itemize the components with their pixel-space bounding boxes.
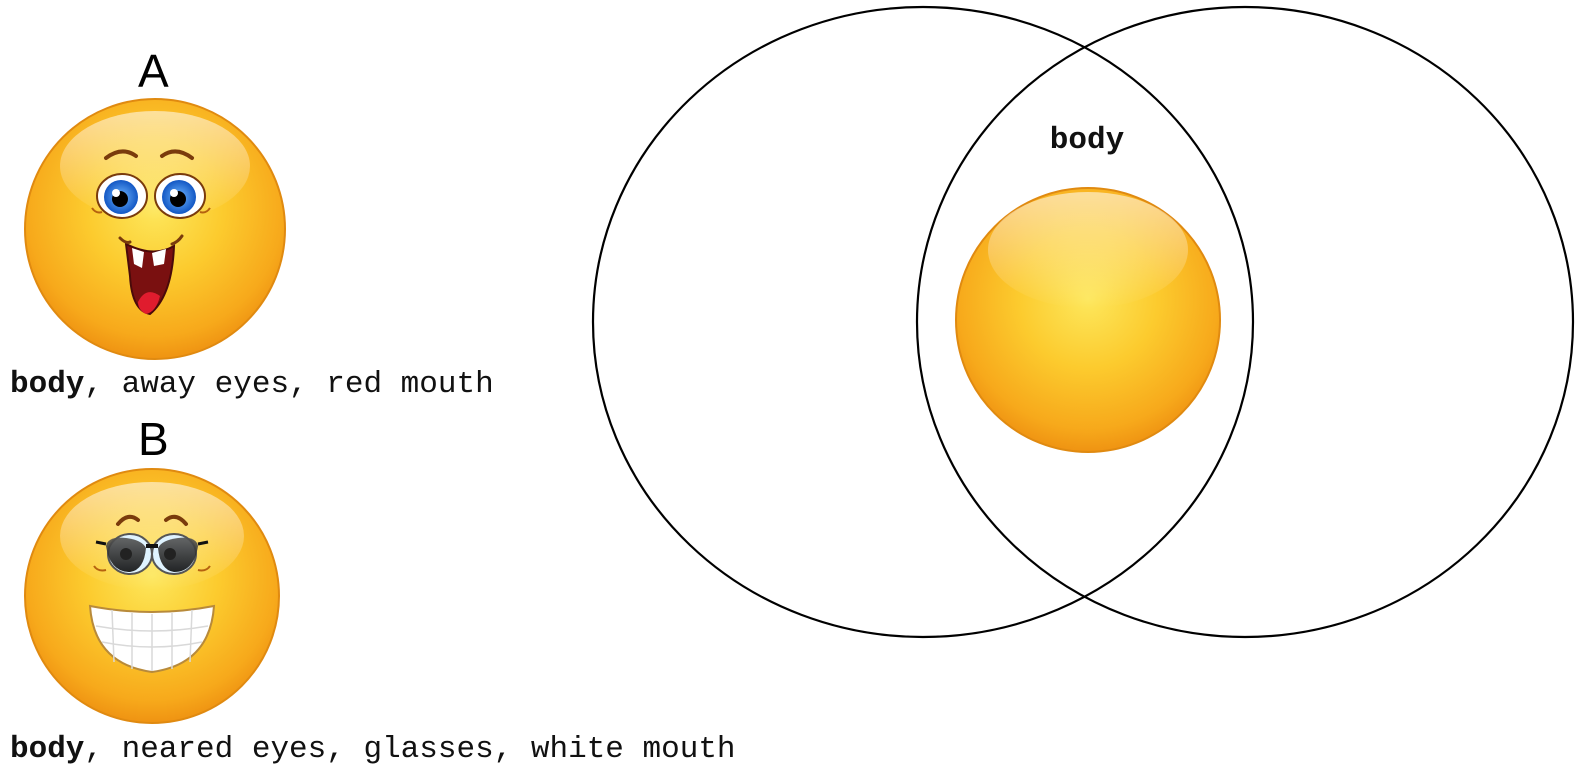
venn-intersection-label: body bbox=[1050, 123, 1125, 158]
blank-face-icon bbox=[956, 188, 1220, 452]
